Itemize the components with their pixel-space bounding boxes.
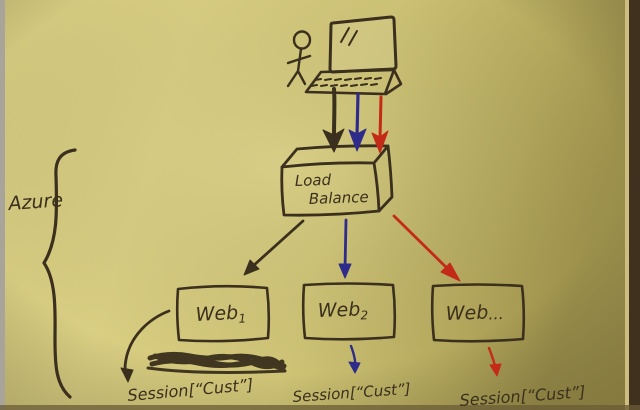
photo-bottom-edge [0, 405, 640, 410]
web2-label: Web2 [317, 298, 368, 324]
laptop-icon [304, 15, 403, 96]
web3-label: Web... [445, 301, 504, 325]
request-arrow-blue [348, 92, 367, 152]
load-balancer-label-line1: Load [295, 171, 332, 190]
photo-left-edge [0, 0, 5, 410]
red-flow-arrows [371, 95, 502, 377]
azure-region: Azure [6, 148, 77, 399]
screen-shine [340, 27, 358, 46]
lb-to-web3-arrow [392, 214, 461, 282]
azure-label: Azure [6, 189, 64, 215]
keyboard-keys [310, 77, 382, 87]
ink-drawing: Load Balance Azure Web1 Web2 Web... [6, 15, 586, 410]
web2-to-session-arrow [348, 344, 361, 374]
scribbled-out-text [146, 351, 287, 374]
note-right-rim [625, 0, 630, 410]
web3-box: Web... [430, 283, 526, 343]
request-arrow-black [322, 87, 345, 153]
load-balancer-box: Load Balance [280, 144, 394, 217]
web1-box: Web1 [175, 284, 271, 343]
lb-to-web2-arrow [338, 218, 352, 279]
web3-to-session-arrow [487, 346, 502, 377]
request-arrow-red [371, 95, 389, 154]
load-balancer-label-line2: Balance [309, 188, 369, 208]
web1-label: Web1 [195, 301, 246, 328]
user-stick-figure-icon [286, 30, 312, 88]
photo-right-edge [629, 0, 640, 410]
azure-brace [42, 148, 77, 399]
web2-box: Web2 [301, 282, 397, 341]
blue-flow-arrows [338, 92, 367, 374]
lb-to-web1-arrow [243, 219, 305, 276]
web1-curved-arrow [120, 309, 171, 383]
